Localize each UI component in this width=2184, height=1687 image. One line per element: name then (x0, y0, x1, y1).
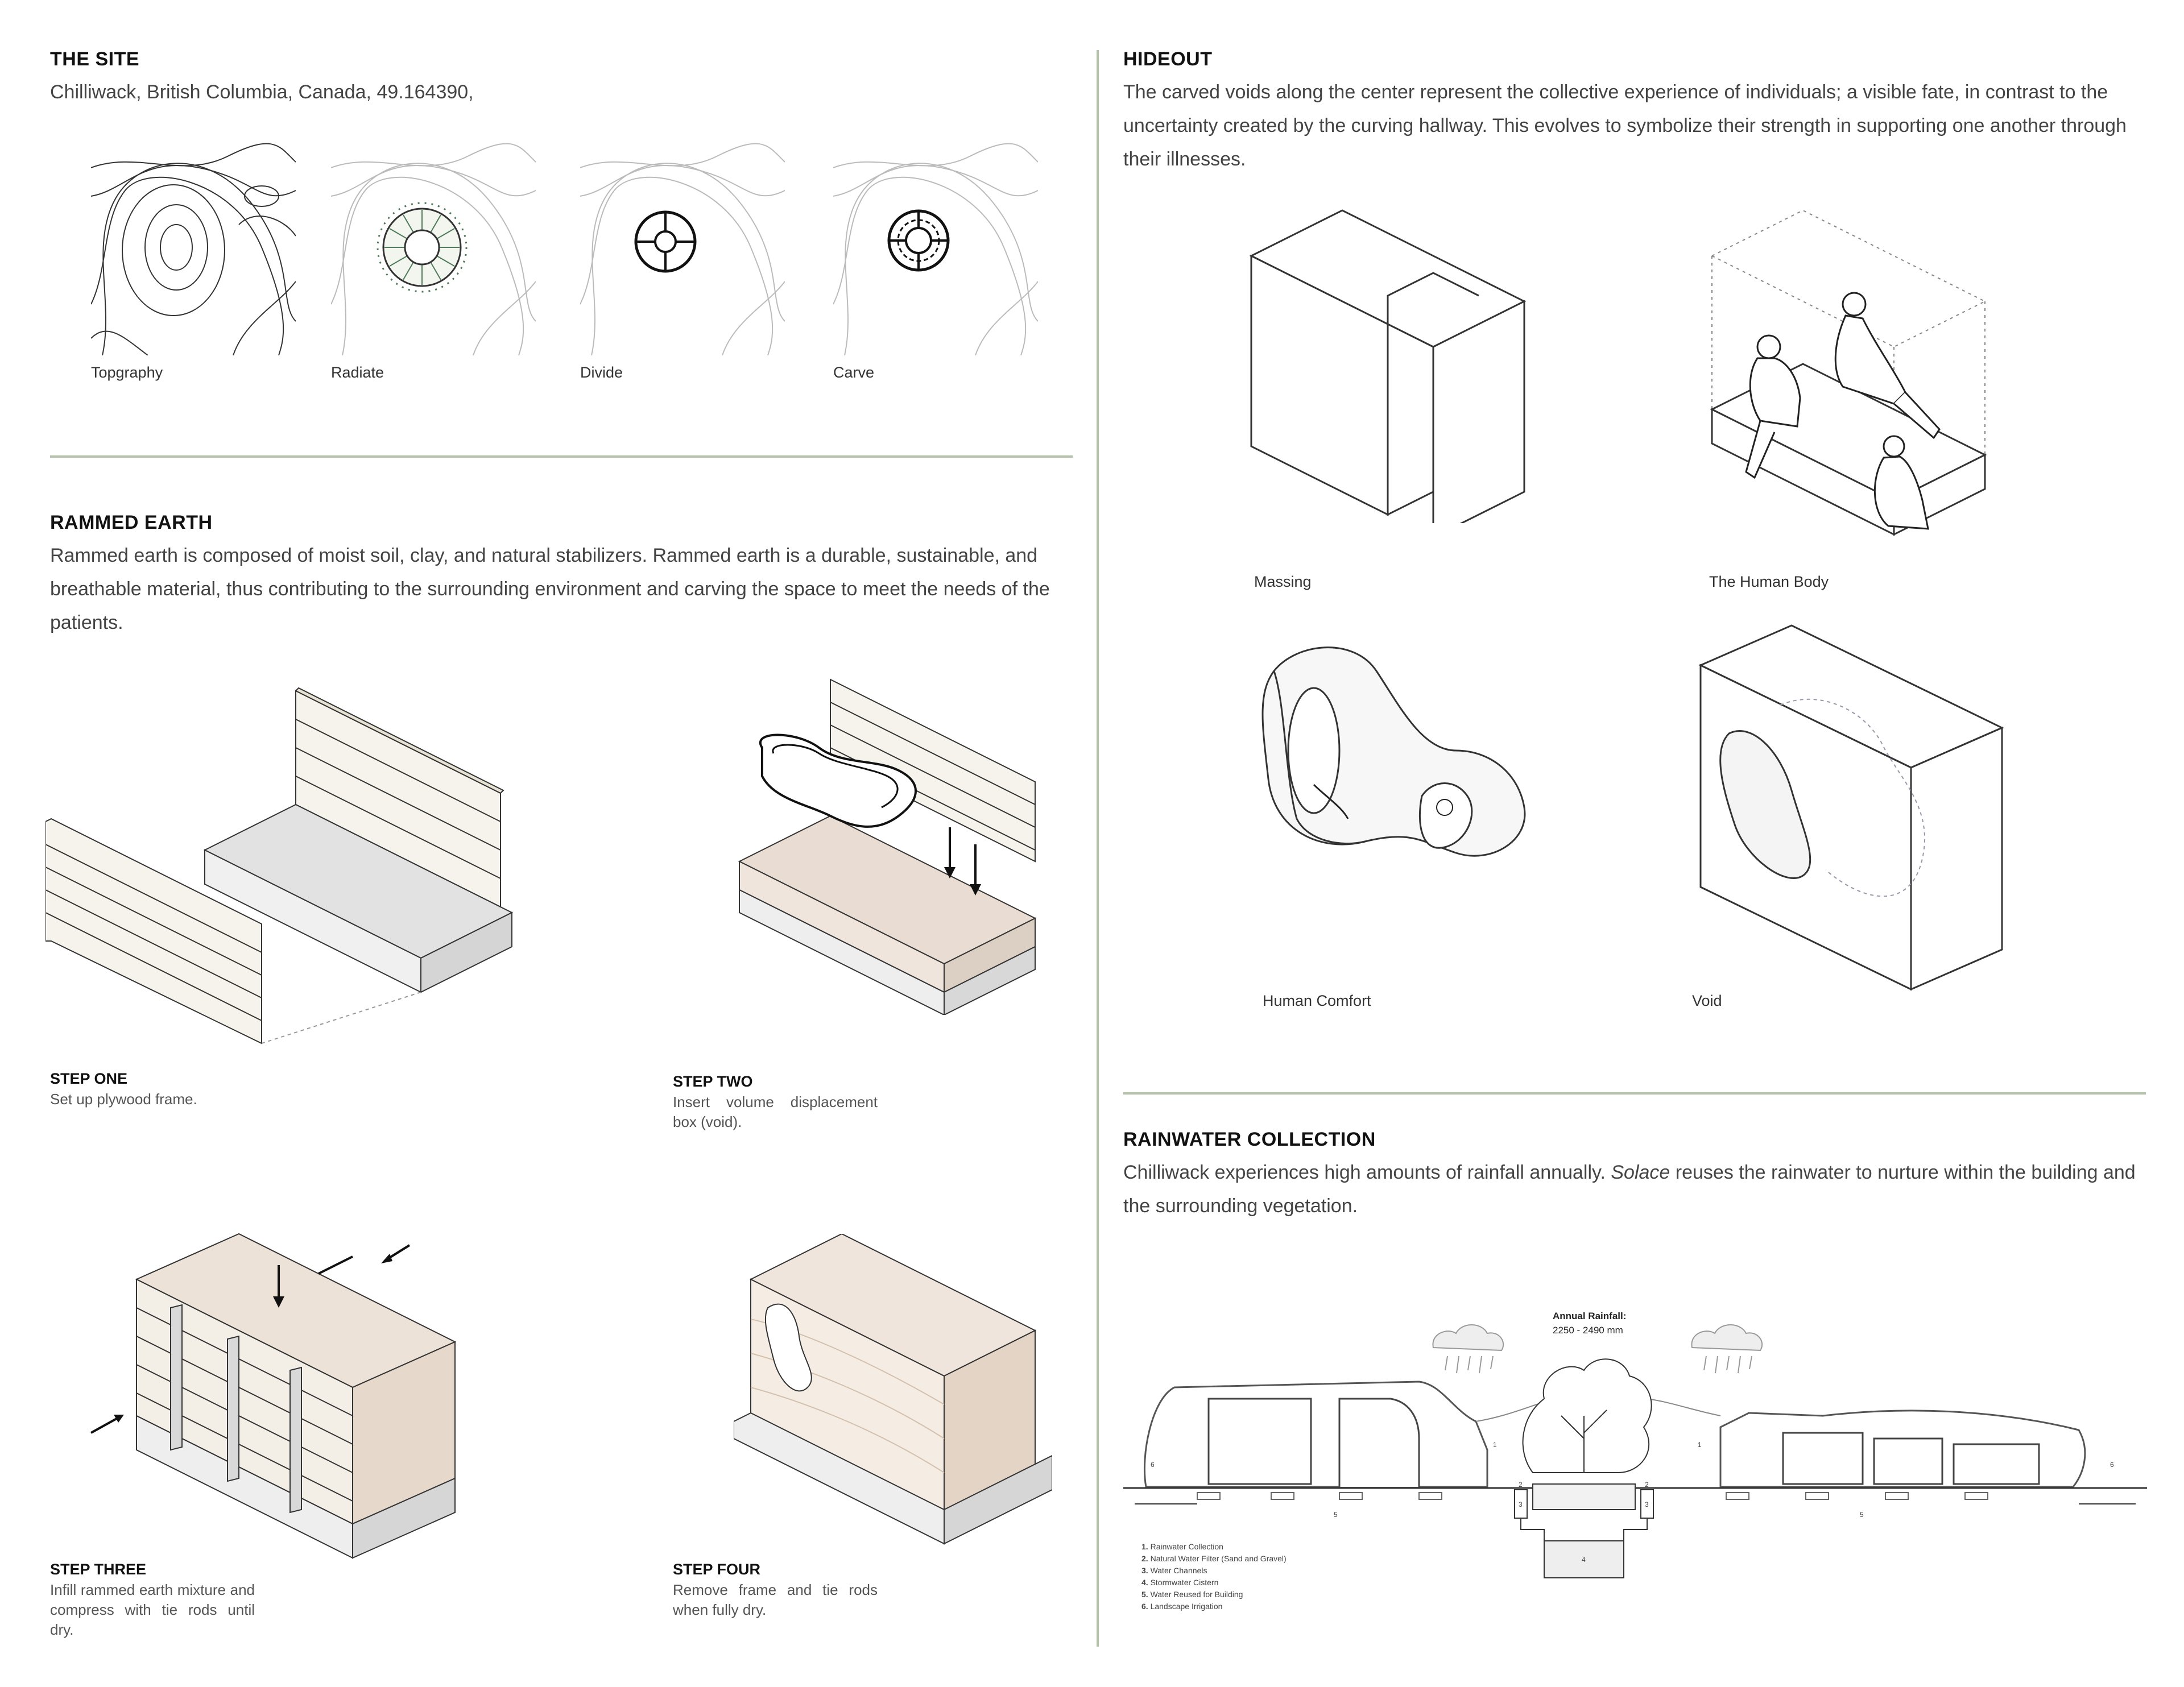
tag-1-left: 1 (1493, 1441, 1497, 1449)
legend-num-6: 6. (1141, 1602, 1148, 1611)
legend-text-3: Water Channels (1151, 1566, 1207, 1575)
hideout-divider (1123, 1092, 2146, 1095)
tag-2-right: 2 (1645, 1481, 1649, 1489)
legend-text-4: Stormwater Cistern (1151, 1578, 1219, 1587)
tag-6-left: 6 (1151, 1461, 1155, 1469)
site-coordinates: Chilliwack, British Columbia, Canada, 49… (50, 81, 474, 103)
human-body-diagram (1710, 209, 1987, 536)
hideout-panel-human-comfort-label: Human Comfort (1263, 992, 1371, 1009)
hideout-panel-human-body-label: The Human Body (1709, 573, 1829, 590)
center-divider (1097, 50, 1099, 1647)
site-panel-radiate-label: Radiate (331, 364, 384, 381)
legend-num-5: 5. (1141, 1590, 1148, 1599)
legend-text-5: Water Reused for Building (1151, 1590, 1243, 1599)
hideout-body: The carved voids along the center repres… (1123, 81, 2127, 170)
site-title: THE SITE (50, 48, 140, 70)
legend-text-6: Landscape Irrigation (1151, 1602, 1223, 1611)
site-panel-divide-label: Divide (580, 364, 623, 381)
annual-rainfall-title: Annual Rainfall: (1553, 1311, 1626, 1321)
legend-num-1: 1. (1141, 1542, 1148, 1551)
cloud-icon-left (1432, 1324, 1504, 1352)
site-panel-topography-label: Topgraphy (91, 364, 163, 381)
step-one-title: STEP ONE (50, 1070, 128, 1087)
step-one-desc: Set up plywood frame. (50, 1091, 197, 1108)
svg-text:3. Water Channels: 3. Water Channels (1141, 1566, 1207, 1575)
step-two-desc: Insert volume displacement box (void). (673, 1093, 878, 1130)
svg-text:4. Stormwater Cistern: 4. Stormwater Cistern (1141, 1578, 1218, 1587)
step-three-desc: Infill rammed earth mixture and compress… (50, 1581, 255, 1638)
step-two-diagram (738, 678, 1037, 1015)
rainwater-title: RAINWATER COLLECTION (1123, 1129, 1376, 1150)
step-four-title: STEP FOUR (673, 1561, 761, 1578)
site-radiate-panel (331, 143, 536, 355)
rainwater-body-project-name: Solace (1611, 1162, 1670, 1183)
legend-text-1: Rainwater Collection (1151, 1542, 1223, 1551)
step-one-diagram (46, 687, 514, 1044)
massing-diagram (1249, 209, 1527, 523)
rainwater-body: Chilliwack experiences high amounts of r… (1123, 1156, 2147, 1223)
rainwater-section-diagram: 1 1 2 2 3 3 4 5 5 6 6 Annual Rainfall: 2… (1123, 1311, 2147, 1611)
step-three-diagram (90, 1233, 457, 1559)
step-four-diagram (734, 1234, 1052, 1545)
tag-3-right: 3 (1645, 1501, 1649, 1508)
rainwater-body-start: Chilliwack experiences high amounts of r… (1123, 1162, 1611, 1183)
tag-5-right: 5 (1860, 1511, 1864, 1519)
tag-3-left: 3 (1519, 1501, 1523, 1508)
rammed-earth-title: RAMMED EARTH (50, 512, 213, 533)
tag-5-left: 5 (1334, 1511, 1338, 1519)
annual-rainfall-range: 2250 - 2490 mm (1553, 1325, 1623, 1336)
human-comfort-diagram (1261, 646, 1526, 857)
legend-text-2: Natural Water Filter (Sand and Gravel) (1151, 1554, 1287, 1563)
step-two-title: STEP TWO (673, 1073, 753, 1090)
hideout-title: HIDEOUT (1123, 48, 1213, 70)
tag-6-right: 6 (2110, 1461, 2114, 1469)
tag-1-right: 1 (1698, 1441, 1702, 1449)
void-diagram (1698, 624, 2004, 991)
svg-text:5. Water Reused for Building: 5. Water Reused for Building (1141, 1590, 1243, 1599)
step-four-desc: Remove frame and tie rods when fully dry… (673, 1581, 878, 1618)
hideout-panel-massing-label: Massing (1254, 573, 1312, 590)
legend-num-2: 2. (1141, 1554, 1148, 1563)
tag-4: 4 (1582, 1556, 1586, 1564)
cloud-icon-right (1691, 1324, 1763, 1352)
svg-text:1. Rainwater Collection: 1. Rainwater Collection (1141, 1542, 1223, 1551)
legend-num-3: 3. (1141, 1566, 1148, 1575)
legend-num-4: 4. (1141, 1578, 1148, 1587)
tag-2-left: 2 (1519, 1481, 1523, 1489)
svg-text:2. Natural Water Filter (Sand: 2. Natural Water Filter (Sand and Gravel… (1141, 1554, 1287, 1563)
site-divide-panel (580, 143, 785, 355)
site-carve-panel (833, 143, 1038, 355)
svg-text:6. Landscape Irrigation: 6. Landscape Irrigation (1141, 1602, 1222, 1611)
step-three-title: STEP THREE (50, 1561, 147, 1578)
site-topography-panel (91, 143, 296, 355)
rainwater-body-end: reuses the rainwater to nurture within t… (1123, 1162, 2136, 1217)
site-panel-carve-label: Carve (833, 364, 875, 381)
rammed-earth-body: Rammed earth is composed of moist soil, … (50, 545, 1050, 633)
site-divider (50, 455, 1073, 458)
hideout-panel-void-label: Void (1692, 992, 1722, 1009)
